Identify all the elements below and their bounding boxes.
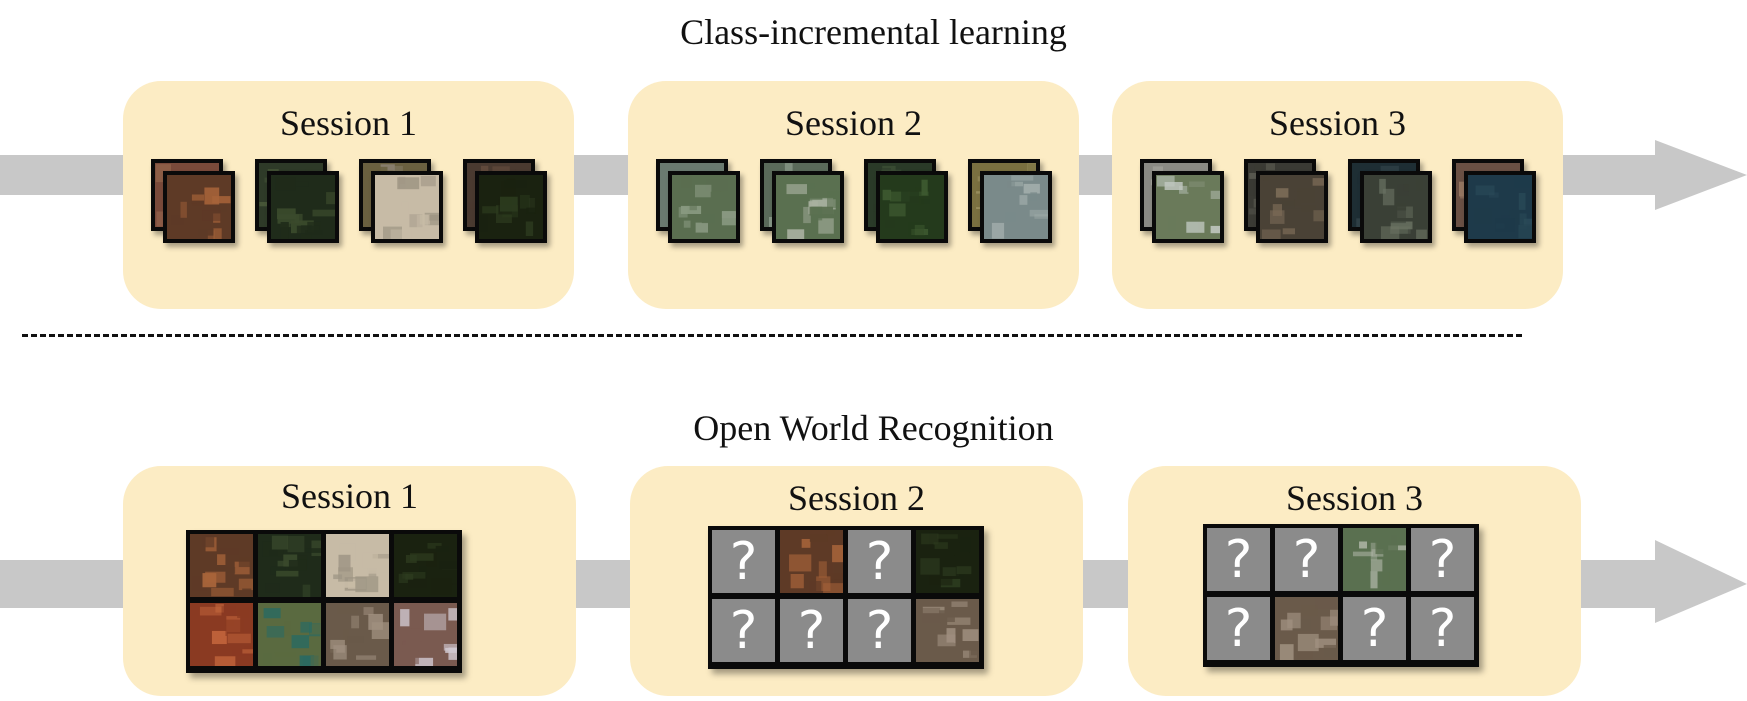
image-cell xyxy=(258,603,321,666)
image-cell xyxy=(916,599,979,662)
image-tile xyxy=(1464,171,1536,243)
image-tile xyxy=(475,171,547,243)
top-session-2: Session 2 xyxy=(628,81,1079,309)
question-mark-icon: ? xyxy=(1224,529,1253,590)
image-stack xyxy=(255,159,339,249)
bottom-session-1-image-grid xyxy=(186,530,462,673)
bottom-session-3: Session 3 ?????? xyxy=(1128,466,1581,696)
bottom-session-1: Session 1 xyxy=(123,466,576,696)
image-stack xyxy=(359,159,443,249)
unknown-image-cell: ? xyxy=(1411,528,1474,591)
image-stack xyxy=(1244,159,1328,249)
bottom-session-3-title: Session 3 xyxy=(1285,478,1424,518)
image-tile xyxy=(1152,171,1224,243)
question-mark-icon: ? xyxy=(729,600,758,661)
image-stack xyxy=(463,159,547,249)
image-cell xyxy=(1275,597,1338,660)
bottom-session-3-image-grid: ?????? xyxy=(1203,524,1479,667)
unknown-image-cell: ? xyxy=(1207,597,1270,660)
image-stack xyxy=(1348,159,1432,249)
bottom-session-2-image-grid: ????? xyxy=(708,526,984,669)
question-mark-icon: ? xyxy=(1428,529,1457,590)
image-stack xyxy=(1452,159,1536,249)
question-mark-icon: ? xyxy=(1360,598,1389,659)
unknown-image-cell: ? xyxy=(780,599,843,662)
question-mark-icon: ? xyxy=(1428,598,1457,659)
unknown-image-cell: ? xyxy=(848,530,911,593)
bottom-session-2-title: Session 2 xyxy=(787,478,926,518)
top-session-3-title: Session 3 xyxy=(1268,103,1407,143)
image-cell xyxy=(326,534,389,597)
image-cell xyxy=(1343,528,1406,591)
top-session-2-title: Session 2 xyxy=(784,103,923,143)
unknown-image-cell: ? xyxy=(1207,528,1270,591)
question-mark-icon: ? xyxy=(1292,529,1321,590)
image-tile xyxy=(668,171,740,243)
top-session-1-title: Session 1 xyxy=(279,103,418,143)
section-divider xyxy=(22,334,1522,337)
image-cell xyxy=(326,603,389,666)
image-stack xyxy=(760,159,844,249)
top-section-title: Class-incremental learning xyxy=(680,12,1067,52)
unknown-image-cell: ? xyxy=(1343,597,1406,660)
top-session-3: Session 3 xyxy=(1112,81,1563,309)
question-mark-icon: ? xyxy=(865,600,894,661)
image-tile xyxy=(163,171,235,243)
question-mark-icon: ? xyxy=(729,531,758,592)
image-stack xyxy=(968,159,1052,249)
unknown-image-cell: ? xyxy=(1411,597,1474,660)
unknown-image-cell: ? xyxy=(848,599,911,662)
image-tile xyxy=(267,171,339,243)
image-tile xyxy=(772,171,844,243)
image-stack xyxy=(151,159,235,249)
image-tile xyxy=(876,171,948,243)
image-stack xyxy=(656,159,740,249)
bottom-session-1-title: Session 1 xyxy=(280,476,419,516)
bottom-session-2: Session 2 ????? xyxy=(630,466,1083,696)
image-cell xyxy=(258,534,321,597)
image-tile xyxy=(1360,171,1432,243)
unknown-image-cell: ? xyxy=(1275,528,1338,591)
unknown-image-cell: ? xyxy=(712,599,775,662)
image-cell xyxy=(916,530,979,593)
question-mark-icon: ? xyxy=(1224,598,1253,659)
question-mark-icon: ? xyxy=(865,531,894,592)
image-stack xyxy=(864,159,948,249)
image-cell xyxy=(394,603,457,666)
top-session-1: Session 1 xyxy=(123,81,574,309)
unknown-image-cell: ? xyxy=(712,530,775,593)
image-stack xyxy=(1140,159,1224,249)
image-tile xyxy=(1256,171,1328,243)
image-tile xyxy=(980,171,1052,243)
image-cell xyxy=(190,534,253,597)
image-cell xyxy=(394,534,457,597)
bottom-section-title: Open World Recognition xyxy=(693,408,1054,448)
question-mark-icon: ? xyxy=(797,600,826,661)
image-cell xyxy=(190,603,253,666)
image-tile xyxy=(371,171,443,243)
image-cell xyxy=(780,530,843,593)
